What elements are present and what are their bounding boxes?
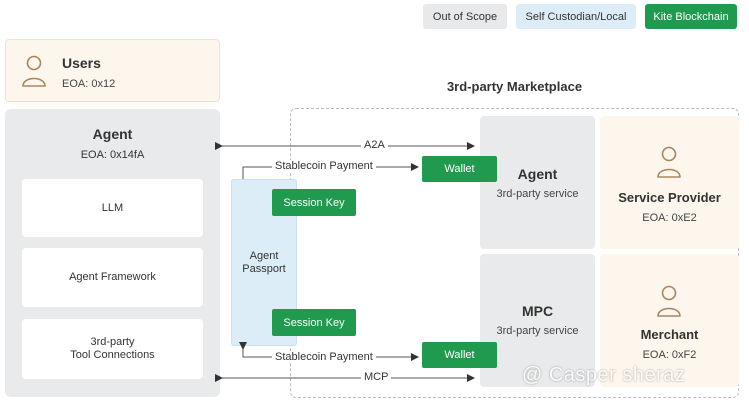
service-provider-box [600,116,739,249]
tool-connections-label: 3rd-party Tool Connections [70,336,155,361]
marketplace-title: 3rd-party Marketplace [446,79,583,94]
legend-out-of-scope: Out of Scope [423,4,507,29]
user-icon [657,146,681,178]
agent-framework-card: Agent Framework [22,248,203,307]
user-icon [657,285,681,317]
agent-passport-label: Agent Passport [242,250,286,275]
mcp-label: MCP [361,371,392,383]
agent-framework-label: Agent Framework [69,271,156,283]
mpc-service-box [480,254,595,387]
users-box [5,39,220,102]
mpc-service-title: MPC [521,303,554,319]
agent-service-title: Agent [517,166,558,182]
agent-eoa: EOA: 0x14fA [80,149,145,161]
merchant-box [600,254,739,387]
user-icon [22,55,46,87]
agent-service-subtitle: 3rd-party service [496,188,579,200]
wallet-2: Wallet [422,342,497,368]
users-eoa: EOA: 0x12 [62,78,116,90]
stablecoin-2-label: Stablecoin Payment [272,351,376,363]
legend-self-custodian: Self Custodian/Local [516,4,636,29]
session-key-1: Session Key [272,189,356,216]
stablecoin-1-label: Stablecoin Payment [272,160,376,172]
watermark: @ Casper sheraz [522,364,686,386]
users-title: Users [62,55,101,71]
agent-title: Agent [92,126,133,142]
service-provider-eoa: EOA: 0xE2 [642,212,697,224]
tool-connections-card: 3rd-party Tool Connections [22,319,203,379]
llm-card: LLM [22,179,203,237]
merchant-eoa: EOA: 0xF2 [642,349,697,361]
a2a-label: A2A [361,139,388,151]
session-key-2: Session Key [272,309,356,336]
agent-service-box [480,116,595,249]
wallet-1: Wallet [422,156,497,182]
merchant-title: Merchant [640,327,699,342]
legend-kite-blockchain: Kite Blockchain [645,4,737,29]
mpc-service-subtitle: 3rd-party service [496,325,579,337]
service-provider-title: Service Provider [618,190,721,205]
llm-label: LLM [101,201,124,214]
